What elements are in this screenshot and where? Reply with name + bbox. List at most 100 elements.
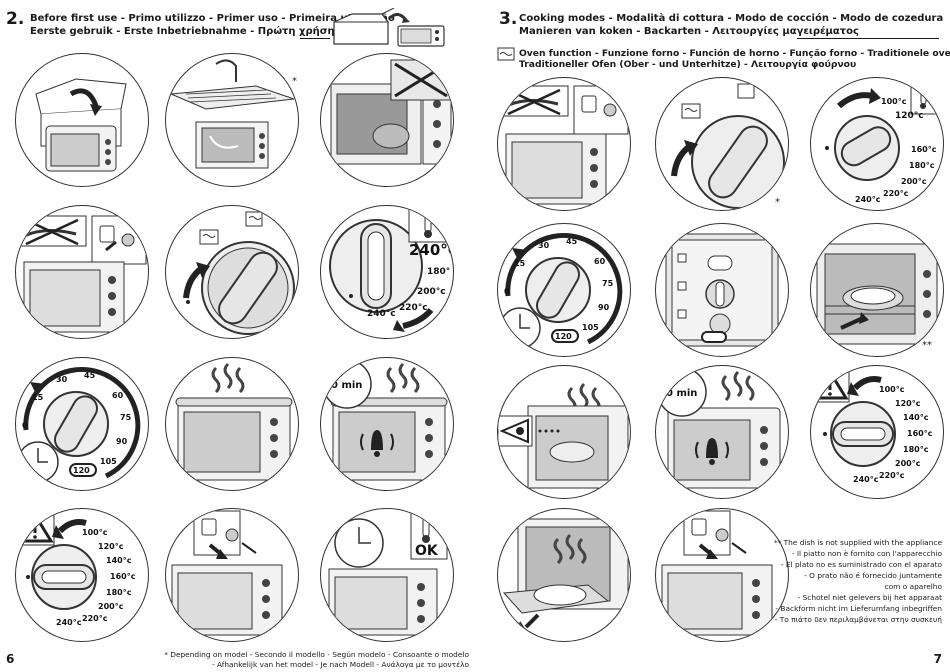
footnote-line2: - Afhankelijk van het model - Je nach Mo…	[211, 660, 469, 669]
right-page: 3. Cooking modes - Modalità di cottura -…	[475, 0, 950, 672]
r-step-insert-dish-circle	[810, 223, 944, 357]
r-timer-105: 105	[582, 323, 599, 332]
r-step-remove-dish-circle	[497, 508, 631, 642]
r-step-set-oven-mode-circle	[655, 77, 789, 211]
section-title-line2: Manieren van koken - Backarten - Λειτουρ…	[519, 26, 859, 37]
dish-note-7: - Το πιάτο δεν περιλαμβάνεται στην συσκε…	[774, 615, 942, 624]
timer-90: 90	[116, 437, 128, 446]
r-timer-120: 120	[555, 332, 572, 341]
temp-240-small: 240°c	[367, 309, 396, 319]
r-timer-75: 75	[602, 279, 614, 288]
r-timer-0: 0	[504, 287, 510, 296]
r2-dial-160: 160°c	[907, 429, 933, 438]
r-step-set-temp-circle: 100°c 120°c 160°c 180°c 200°c 220°c 240°…	[810, 77, 944, 211]
step-set-timer-circle: 0 15 30 45 60 75 90 105 120	[15, 357, 149, 491]
r-timer-90: 90	[598, 303, 610, 312]
dish-double-star: **	[922, 340, 932, 351]
step-unplug-circle	[165, 508, 299, 642]
r-zero-min-label: 0 min	[666, 388, 697, 399]
model-star: *	[775, 197, 780, 208]
step-set-oven-mode-circle	[165, 205, 299, 339]
dish-note-4: com o aparelho	[884, 582, 942, 591]
dial-100: 100°c	[82, 528, 108, 537]
section-title-line1: Before first use - Primo utilizzo - Prim…	[30, 13, 395, 24]
dish-note-0: ** The dish is not supplied with the app…	[773, 538, 942, 547]
r2-dial-180: 180°c	[903, 445, 929, 454]
step-unbox-circle	[15, 53, 149, 187]
step-set-240c-circle: 240°C 180° 200°c 220°c 240°c	[320, 205, 454, 339]
r-dial-200: 200°c	[901, 177, 927, 186]
r-timer-60: 60	[594, 257, 606, 266]
step-wash-accessories-circle	[165, 53, 299, 187]
timer-105: 105	[100, 457, 117, 466]
dial-120: 120°c	[98, 542, 124, 551]
r-step-control-panel-circle	[655, 223, 789, 357]
r-dial-240: 240°c	[855, 195, 881, 204]
footnote-line1: * Depending on model - Secondo il modell…	[164, 650, 469, 659]
r-timer-15: 15	[514, 259, 526, 268]
r-dial-160: 160°c	[911, 145, 937, 154]
r-step-unplug-circle	[655, 508, 789, 642]
left-page: 2. Before first use - Primo utilizzo - P…	[6, 8, 469, 669]
r2-dial-220: 220°c	[879, 471, 905, 480]
r2-dial-240: 240°c	[853, 475, 879, 484]
temp-240-big: 240°C	[409, 241, 453, 259]
dial-180: 180°c	[106, 588, 132, 597]
dial-160: 160°c	[110, 572, 136, 581]
r-step-turn-off-circle: 100°c 120°c 140°c 160°c 180°c 200°c 220°…	[810, 365, 944, 499]
r2-dial-120: 120°c	[895, 399, 921, 408]
r-step-plug-in-circle	[497, 77, 631, 211]
r-dial-220: 220°c	[883, 189, 909, 198]
oven-function-line1: Oven function - Funzione forno - Función…	[519, 48, 950, 59]
dial-220: 220°c	[82, 614, 108, 623]
oven-function-icon	[497, 47, 515, 61]
r2-dial-200: 200°c	[895, 459, 921, 468]
dial-200: 200°c	[98, 602, 124, 611]
unbox-oven-icon	[333, 8, 445, 47]
section-title-line2: Eerste gebruik - Erste Inbetriebnahme - …	[30, 26, 335, 37]
r-timer-45: 45	[566, 237, 578, 246]
step-preheat-circle	[165, 357, 299, 491]
title-rule	[797, 38, 939, 39]
r-timer-30: 30	[538, 241, 550, 250]
timer-75: 75	[120, 413, 132, 422]
temp-180: 180°	[427, 267, 450, 277]
section-number: 2.	[6, 9, 25, 29]
zero-min-label: 0 min	[331, 380, 362, 391]
r-dial-180: 180°c	[909, 161, 935, 170]
dial-240: 240°c	[56, 618, 82, 627]
dish-note-5: - Schotel niet gelevers bij het apparaat	[797, 593, 942, 602]
step-timer-bell-circle: 0 min	[320, 357, 454, 491]
dial-140: 140°c	[106, 556, 132, 565]
timer-15: 15	[32, 393, 44, 402]
r2-dial-100: 100°c	[879, 385, 905, 394]
temp-220: 220°c	[399, 303, 428, 313]
page-number-left: 6	[6, 652, 15, 666]
r2-dial-140: 140°c	[903, 413, 929, 422]
r-step-set-timer-circle: 0 15 30 45 60 75 90 105 120	[497, 223, 631, 357]
step-turn-off-circle: 100°c 120°c 140°c 160°c 180°c 200°c 220°…	[15, 508, 149, 642]
dish-note-3: - O prato não é fornecido juntamente	[804, 571, 942, 580]
title-rule	[300, 38, 330, 39]
ok-label: OK	[415, 543, 439, 559]
timer-60: 60	[112, 391, 124, 400]
dish-note-2: - El plato no es suministrado con el apa…	[780, 560, 942, 569]
timer-120: 120	[73, 466, 90, 475]
step-plug-in-circle	[15, 205, 149, 339]
model-star: *	[292, 76, 297, 87]
page-number-right: 7	[933, 652, 942, 666]
r-dial-100: 100°c	[881, 97, 907, 106]
step-no-scour-circle	[320, 53, 454, 187]
r-step-timer-bell-circle: 0 min	[655, 365, 789, 499]
dish-note-6: - Backform nicht im Lieferumfang inbegri…	[775, 604, 942, 613]
section-title-line1: Cooking modes - Modalità di cottura - Mo…	[519, 13, 944, 24]
temp-200: 200°c	[417, 287, 446, 297]
timer-30: 30	[56, 375, 68, 384]
r-step-watch-cooking-circle	[497, 365, 631, 499]
step-cool-down-circle: OK	[320, 508, 454, 642]
dish-note-1: - Il piatto non è fornito con l'apparecc…	[791, 549, 942, 558]
oven-function-line2: Traditioneller Ofen (Ober - und Unterhit…	[519, 59, 857, 70]
r-dial-120: 120°c	[895, 111, 924, 121]
timer-0: 0	[22, 421, 28, 430]
timer-45: 45	[84, 371, 96, 380]
